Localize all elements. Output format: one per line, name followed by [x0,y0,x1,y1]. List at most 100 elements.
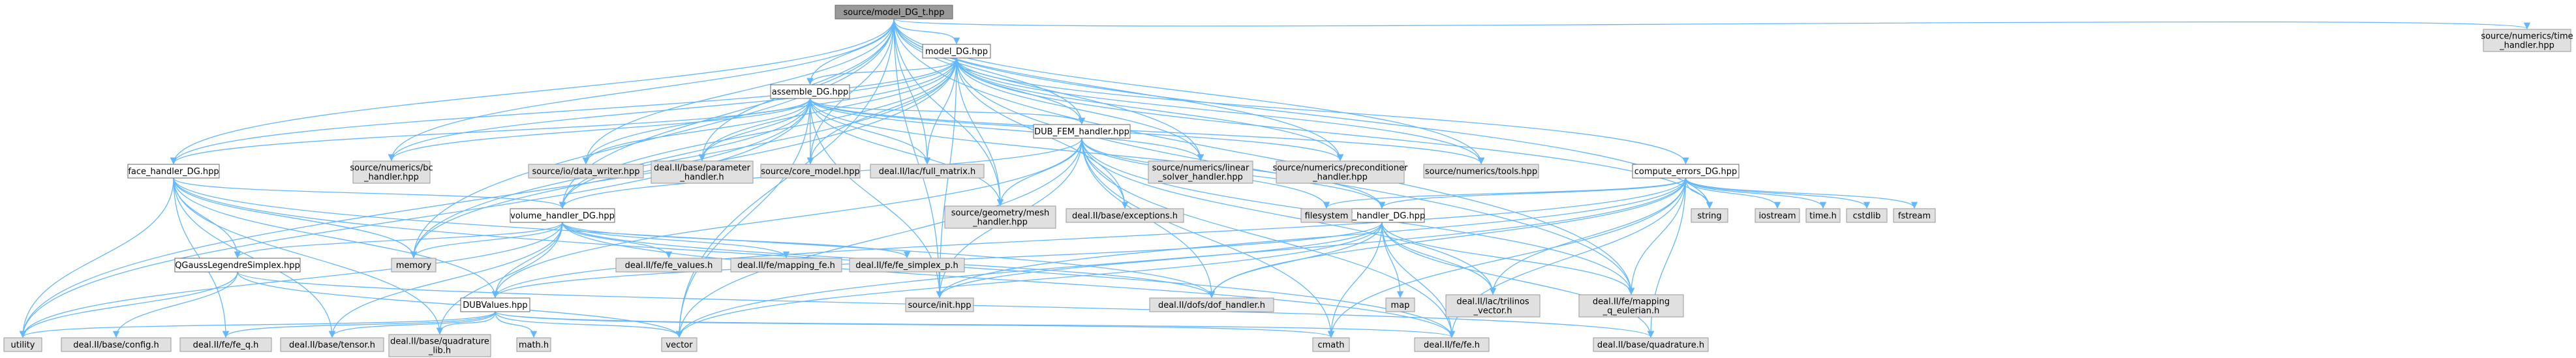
node-label: compute_errors_DG.hpp [1634,167,1738,177]
edge-compute_errors-to-source_init [936,177,1687,299]
dependency-edges [19,18,2530,338]
node-quad-lib[interactable]: deal.II/base/quadrature_lib.h [388,334,491,357]
node-cstdlib[interactable]: cstdlib [1846,208,1888,223]
node-memory[interactable]: memory [391,258,437,273]
node-utility[interactable]: utility [3,337,42,352]
node-box [905,297,974,312]
node-geom-mesh[interactable]: source/geometry/mesh_handler.hpp [944,205,1056,229]
edge-model_dg-to-bc_handler [388,57,957,162]
node-box [528,164,644,179]
node-label: deal.II/fe/fe_q.h [193,340,259,350]
node-label: deal.II/base/quadrature [390,337,489,347]
node-box [651,160,754,184]
node-label: fstream [1898,211,1931,221]
node-core-model[interactable]: source/core_model.hpp [760,164,861,179]
node-tools[interactable]: source/numerics/tools.hpp [1423,164,1539,179]
node-label: iostream [1758,211,1796,221]
node-trilinos[interactable]: deal.II/lac/trilinos_vector.h [1445,294,1541,318]
node-fe-q[interactable]: deal.II/fe/fe_q.h [179,337,272,352]
node-dof-handler-dg[interactable]: dof_handler_DG.hpp [1339,208,1425,223]
node-label: time.h [1809,211,1837,221]
file-nodes: source/model_DG_t.hpp model_DG.hppassembl… [3,5,2573,357]
edge-model_dg-to-precond [956,57,1344,162]
node-full-matrix[interactable]: deal.II/lac/full_matrix.h [870,164,985,179]
node-time-handler[interactable]: source/numerics/time_handler.hpp [2481,29,2573,52]
edge-face_handler-to-memory [173,177,418,259]
node-label: _handler.hpp [1312,173,1368,183]
node-time-h[interactable]: time.h [1805,208,1841,223]
node-volume-handler[interactable]: volume_handler_DG.hpp [510,208,615,223]
edge-root-to-geom_mesh [893,18,1004,207]
edge-dof_handler_dg-to-mapping_q [1381,222,1635,295]
node-vector[interactable]: vector [661,337,698,352]
edge-dub_fem-to-trilinos [1081,138,1497,295]
node-io-writer[interactable]: source/io/data_writer.hpp [528,164,644,179]
node-dof-handler-h[interactable]: deal.II/dofs/dof_handler.h [1149,297,1274,312]
node-box [730,258,842,273]
edge-model_dg-to-volume_handler [559,57,957,209]
edge-dof_handler_dg-to-source_init [936,222,1383,299]
node-model-dg[interactable]: model_DG.hpp [922,44,991,59]
edge-root-to-lin_solver [893,18,1204,162]
node-label: deal.II/lac/trilinos [1456,297,1529,307]
node-label: source/numerics/preconditioner [1273,164,1408,173]
edge-qgauss-to-config [112,271,238,338]
edge-volume_handler-to-mapping_fe [562,222,790,259]
node-lin-solver[interactable]: source/numerics/linear_solver_handler.hp… [1148,160,1253,184]
node-label: DUB_FEM_handler.hpp [1034,127,1129,137]
node-compute-errors[interactable]: compute_errors_DG.hpp [1632,164,1740,179]
node-box [460,297,530,312]
node-cmath[interactable]: cmath [1312,337,1350,352]
node-exceptions[interactable]: deal.II/base/exceptions.h [1066,208,1184,223]
node-qgauss[interactable]: QGaussLegendreSimplex.hpp [174,258,301,273]
node-fe-values[interactable]: deal.II/fe/fe_values.h [615,258,722,273]
node-label: deal.II/fe/mapping [1593,297,1670,307]
edge-root-to-io_writer [582,18,895,165]
node-box [1423,164,1539,179]
node-label: _solver_handler.hpp [1158,173,1243,183]
edge-assemble_dg-to-param_handler [698,98,811,162]
node-label: _handler.hpp [2499,41,2554,51]
node-dubvalues[interactable]: DUBValues.hpp [460,297,530,312]
node-quadrature[interactable]: deal.II/base/quadrature.h [1593,337,1709,352]
node-precond[interactable]: source/numerics/preconditioner_handler.h… [1273,160,1408,184]
node-iostream[interactable]: iostream [1755,208,1800,223]
node-fe-simplex[interactable]: deal.II/fe/fe_simplex_p.h [849,258,965,273]
node-label: source/model_DG_t.hpp [843,8,944,18]
node-bc-handler[interactable]: source/numerics/bc_handler.hpp [350,160,433,184]
node-config[interactable]: deal.II/base/config.h [61,337,172,352]
node-string[interactable]: string [1691,208,1728,223]
node-label: source/core_model.hpp [761,167,860,177]
node-map[interactable]: map [1385,297,1415,312]
edge-dof_handler_dg-to-cmath [1327,222,1383,338]
edge-compute_errors-to-cmath [1327,177,1687,338]
node-param-handler[interactable]: deal.II/base/parameter_handler.h [651,160,754,184]
node-source-init[interactable]: source/init.hpp [905,297,974,312]
node-tensor[interactable]: deal.II/base/tensor.h [280,337,384,352]
node-box [388,334,491,357]
node-label: vector [666,340,693,350]
node-label: string [1697,211,1721,221]
node-fstream[interactable]: fstream [1893,208,1936,223]
node-label: deal.II/base/config.h [73,340,159,350]
node-label: cstdlib [1853,211,1881,221]
node-label: model_DG.hpp [925,47,988,57]
edge-dubvalues-to-math_h [495,311,538,338]
node-label: deal.II/base/quadrature.h [1597,340,1704,350]
node-fe-h[interactable]: deal.II/fe/fe.h [1414,337,1490,352]
node-math-h[interactable]: math.h [516,337,551,352]
node-filesystem[interactable]: filesystem [1300,208,1353,223]
node-box [61,337,172,352]
node-box [2483,29,2571,52]
node-dub-fem[interactable]: DUB_FEM_handler.hpp [1033,124,1131,139]
edge-dub_fem-to-geom_mesh [996,138,1082,207]
node-mapping-fe[interactable]: deal.II/fe/mapping_fe.h [730,258,842,273]
edge-assemble_dg-to-vector [675,98,811,338]
node-label: utility [11,340,35,350]
node-mapping-q[interactable]: deal.II/fe/mapping_q_eulerian.h [1578,294,1684,318]
edge-compute_errors-to-dubvalues [491,177,1687,299]
node-face-handler[interactable]: face_handler_DG.hpp [127,164,220,179]
node-box [1755,208,1800,223]
node-label: source/numerics/bc [350,164,433,173]
node-assemble-dg[interactable]: assemble_DG.hpp [770,84,850,99]
